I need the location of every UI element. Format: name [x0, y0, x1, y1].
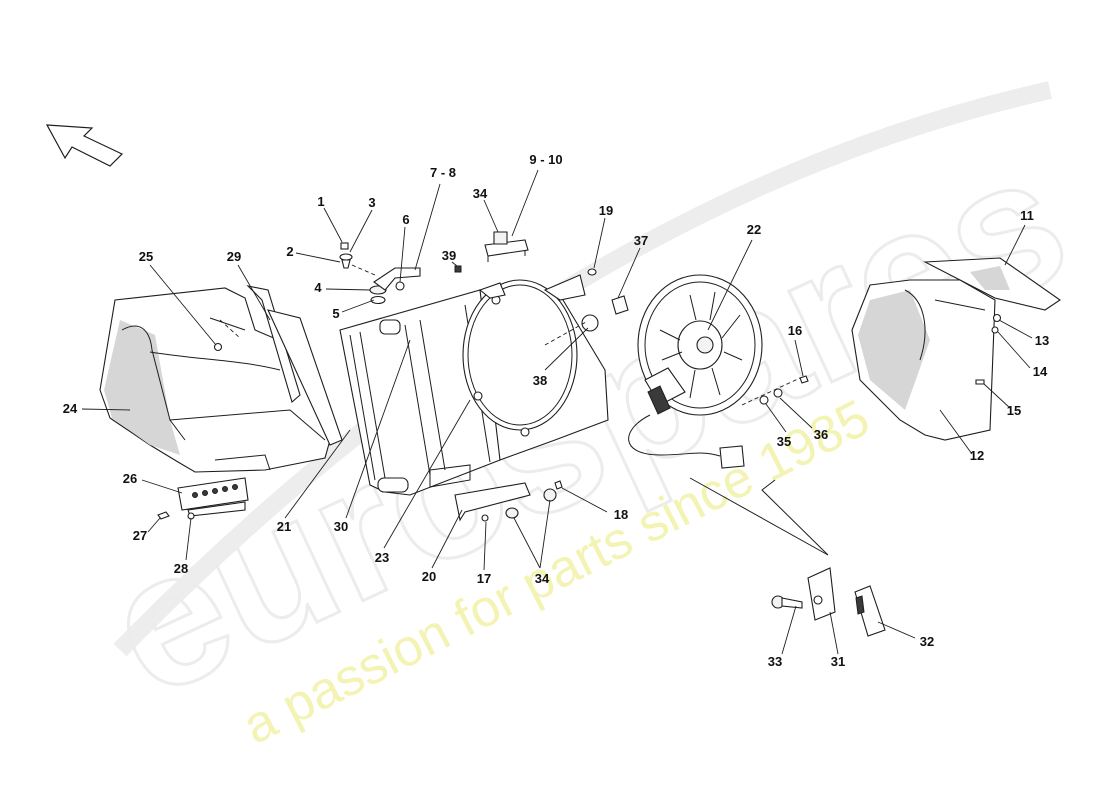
direction-arrow-icon [45, 124, 124, 167]
callout-16: 16 [788, 323, 802, 338]
callout-27: 27 [133, 528, 147, 543]
callout-38: 38 [533, 373, 547, 388]
callout-3: 3 [368, 195, 375, 210]
callout-12: 12 [970, 448, 984, 463]
callout-28: 28 [174, 561, 188, 576]
radiator-frame [339, 274, 609, 496]
top-bracket-9-10 [484, 231, 529, 262]
callout-20: 20 [422, 569, 436, 584]
callout-17: 17 [477, 571, 491, 586]
callout-4: 4 [314, 280, 322, 295]
callout-31: 31 [831, 654, 845, 669]
callout-25: 25 [139, 249, 153, 264]
callout-13: 13 [1035, 333, 1049, 348]
small-fasteners-1-6 [339, 242, 421, 305]
callout-5: 5 [332, 306, 339, 321]
right-air-duct [851, 257, 1061, 441]
callout-22: 22 [747, 222, 761, 237]
mounting-bracket-26 [157, 477, 249, 520]
callout-11: 11 [1020, 208, 1034, 223]
detail-group-31-33 [689, 477, 886, 637]
callout-34-bottom: 34 [535, 571, 550, 586]
callout-34-top: 34 [473, 186, 488, 201]
lower-brackets-17-20 [454, 480, 563, 522]
callout-14: 14 [1033, 364, 1048, 379]
callout-1: 1 [317, 194, 324, 209]
callout-18: 18 [614, 507, 628, 522]
callout-19: 19 [599, 203, 613, 218]
callout-23: 23 [375, 550, 389, 565]
callout-37: 37 [634, 233, 648, 248]
callout-15: 15 [1007, 403, 1021, 418]
callout-2: 2 [286, 244, 293, 259]
bushings-19-37-38-39 [454, 265, 629, 346]
callout-36: 36 [814, 427, 828, 442]
callout-30: 30 [334, 519, 348, 534]
callout-21: 21 [277, 519, 291, 534]
leader-lines [81, 169, 1033, 655]
callout-39: 39 [442, 248, 456, 263]
callout-labels: 1 2 3 4 5 6 7 - 8 9 - 10 11 12 13 14 15 … [63, 152, 1049, 669]
left-air-duct [99, 285, 343, 473]
callout-9-10: 9 - 10 [529, 152, 562, 167]
callout-24: 24 [63, 401, 78, 416]
callout-32: 32 [920, 634, 934, 649]
callout-26: 26 [123, 471, 137, 486]
cooling-fan-22 [628, 274, 809, 469]
callout-29: 29 [227, 249, 241, 264]
callout-7-8: 7 - 8 [430, 165, 456, 180]
callout-33: 33 [768, 654, 782, 669]
callout-6: 6 [402, 212, 409, 227]
callout-35: 35 [777, 434, 791, 449]
